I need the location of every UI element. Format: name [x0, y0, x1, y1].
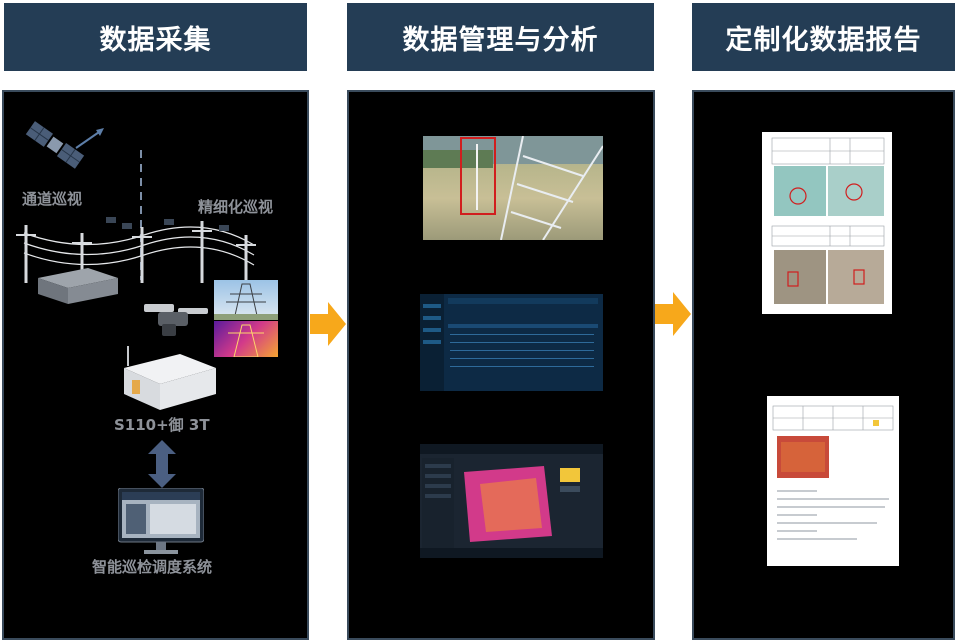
device-model-label: S110+御 3T — [114, 416, 210, 434]
drone-dock-device — [124, 346, 216, 410]
fine-inspection-label: 精细化巡视 — [198, 198, 274, 216]
drone-icon — [144, 304, 208, 336]
dashed-divider — [140, 150, 142, 280]
monitor-icon — [118, 488, 204, 554]
report-document-2 — [767, 396, 899, 566]
dispatch-system-label: 智能巡检调度系统 — [92, 558, 213, 576]
bidirectional-arrow-icon — [148, 440, 176, 488]
right-arrow-icon — [310, 302, 346, 346]
substation-building — [38, 268, 118, 304]
header-custom-report: 定制化数据报告 — [692, 3, 955, 71]
header-data-collection: 数据采集 — [4, 3, 307, 71]
header-data-management: 数据管理与分析 — [347, 3, 654, 71]
satellite-icon — [25, 121, 104, 169]
data-dashboard-screenshot — [420, 294, 603, 391]
thermal-analysis-screenshot — [420, 444, 603, 558]
thermal-tower-photo — [214, 321, 278, 357]
report-document-1 — [762, 132, 892, 314]
tower-photo — [214, 280, 278, 320]
channel-inspection-label: 通道巡视 — [22, 190, 83, 208]
right-arrow-icon-2 — [655, 292, 691, 336]
aerial-inspection-photo — [423, 136, 603, 240]
